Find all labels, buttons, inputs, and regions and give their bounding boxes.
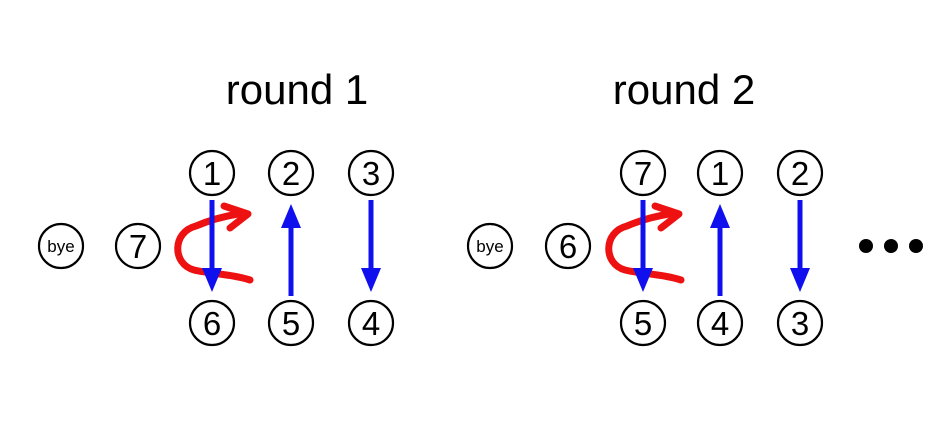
round-1-bottom-label-1: 6 [203, 305, 221, 342]
bye-circle [37, 222, 85, 270]
round-2-rotation-arrowhead [651, 202, 683, 232]
bye-label: bye [476, 237, 503, 256]
round-1-top-label-3: 3 [362, 155, 380, 192]
round-1-rotation-arrow [174, 210, 254, 284]
bye-label: bye [47, 237, 74, 256]
round-2-pair-arrowhead-1 [633, 268, 653, 292]
round-1-pair-arrowhead-2 [281, 204, 301, 228]
round-2-top-node-3: 2 [776, 149, 824, 197]
round-2-top-label-2: 1 [711, 155, 729, 192]
round-2-bye-node: bye [466, 222, 514, 270]
round-2-bottom-label-1: 5 [634, 305, 652, 342]
round-2-title: round 2 [613, 66, 755, 113]
round-1-title: round 1 [226, 66, 368, 113]
round-2-pair-arrowhead-3 [790, 268, 810, 292]
round-2-top-node-2: 1 [696, 149, 744, 197]
player-circle [347, 149, 395, 197]
player-circle [347, 299, 395, 347]
round-2-bottom-label-2: 4 [711, 305, 729, 342]
round-1-bye-player-node: 7 [114, 222, 162, 270]
round-2-bye-player-node: 6 [544, 222, 592, 270]
player-circle [619, 299, 667, 347]
round-1-top-node-2: 2 [267, 149, 315, 197]
round-2-rotation-arrow [605, 210, 685, 284]
round-1-bottom-label-3: 4 [362, 305, 380, 342]
round-1-bottom-node-2: 5 [267, 299, 315, 347]
round-2-bye-player-label: 6 [559, 228, 577, 265]
player-circle [776, 149, 824, 197]
round-2-bottom-label-3: 3 [791, 305, 809, 342]
ellipsis-dot [884, 239, 898, 253]
ellipsis-dot [909, 239, 923, 253]
player-circle [776, 299, 824, 347]
round-2-bottom-node-2: 4 [696, 299, 744, 347]
round-2-top-label-3: 2 [791, 155, 809, 192]
player-circle [696, 299, 744, 347]
round-1-bottom-label-2: 5 [282, 305, 300, 342]
player-circle [267, 149, 315, 197]
ellipsis-dot [859, 239, 873, 253]
round-1-top-label-2: 2 [282, 155, 300, 192]
ellipsis-icon [859, 239, 923, 253]
round-1-top-node-3: 3 [347, 149, 395, 197]
round-1-pair-arrowhead-1 [202, 268, 222, 292]
round-1-top-node-1: 1 [188, 149, 236, 197]
player-circle [114, 222, 162, 270]
player-circle [188, 299, 236, 347]
player-circle [267, 299, 315, 347]
player-circle [696, 149, 744, 197]
round-2-bottom-node-3: 3 [776, 299, 824, 347]
round-1-bye-node: bye [37, 222, 85, 270]
round-2-top-node-1: 7 [619, 149, 667, 197]
round-2-bottom-node-1: 5 [619, 299, 667, 347]
round-1-top-label-1: 1 [203, 155, 221, 192]
round-1-pair-arrowhead-3 [361, 268, 381, 292]
bye-circle [466, 222, 514, 270]
round-1-bottom-node-3: 4 [347, 299, 395, 347]
round-1-bye-player-label: 7 [129, 228, 147, 265]
round-2-group: round 2 bye 6 7 1 2 5 4 [466, 66, 824, 347]
round-1-rotation-arrowhead [220, 202, 252, 232]
player-circle [544, 222, 592, 270]
round-2-pair-arrowhead-2 [710, 204, 730, 228]
player-circle [188, 149, 236, 197]
round-1-bottom-node-1: 6 [188, 299, 236, 347]
round-2-top-label-1: 7 [634, 155, 652, 192]
player-circle [619, 149, 667, 197]
round-1-group: round 1 bye 7 1 2 3 6 [37, 66, 395, 347]
